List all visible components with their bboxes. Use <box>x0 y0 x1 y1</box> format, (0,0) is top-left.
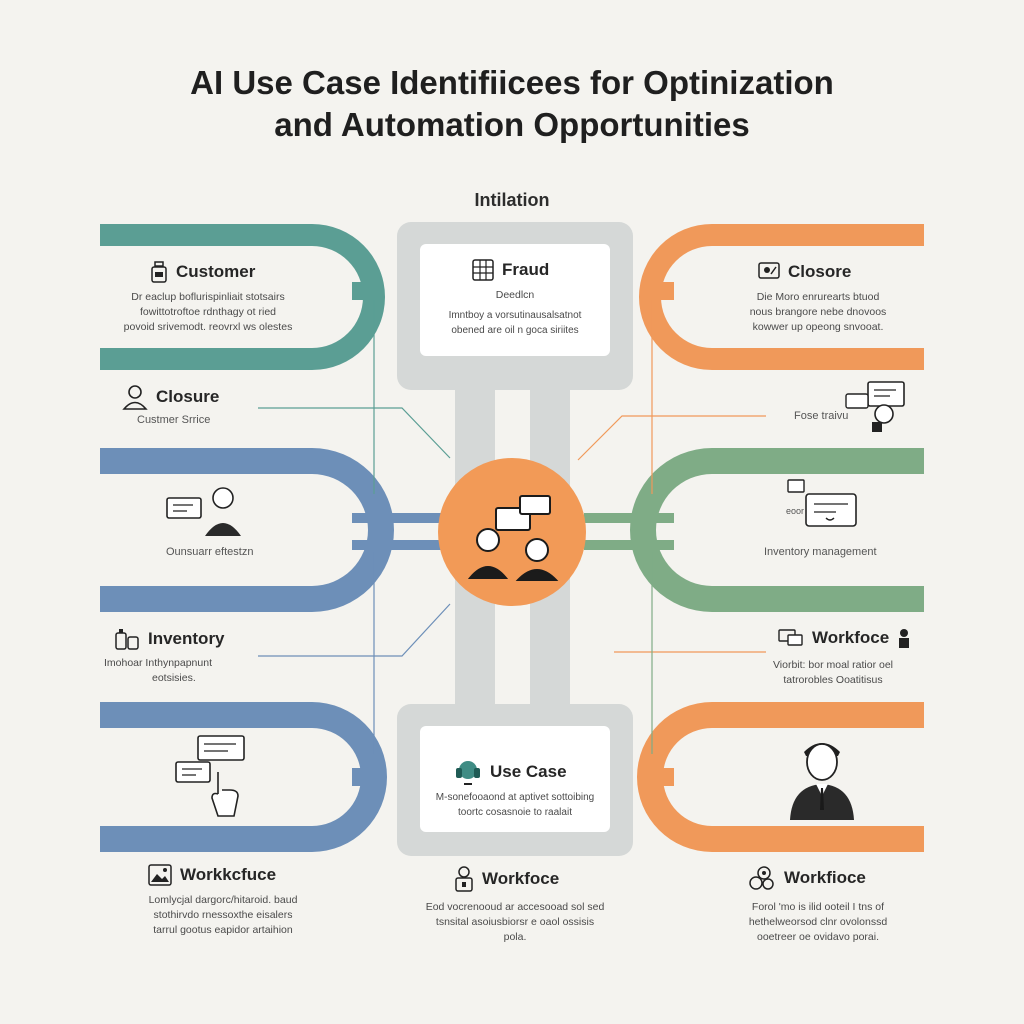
consumer-caption: Ounsuarr eftestzn <box>166 546 254 558</box>
fraud-title-row: Fraud <box>472 259 549 281</box>
inventory-connector-top <box>584 513 674 523</box>
workfioce-item[interactable]: Workfioce <box>748 866 866 890</box>
customer-card[interactable]: Customer <box>150 261 255 283</box>
customer-title: Customer <box>176 262 256 281</box>
inventory-left-text: Imohoar Inthynpapnunt eotsisies. <box>104 657 212 684</box>
inventory-right-badge: eoor <box>786 506 805 516</box>
touch-connector <box>352 768 376 786</box>
title-line-2: and Automation Opportunities <box>274 106 750 143</box>
gears-icon <box>749 866 774 890</box>
closure-top-title: Closore <box>788 262 852 281</box>
workfoce-right-text: Viorbit: bor moal ratior oel tatrorobles… <box>772 659 894 686</box>
bottles-icon <box>115 629 139 650</box>
agent-icon <box>790 743 854 820</box>
chat-icon <box>778 629 803 646</box>
agent-band <box>637 702 924 852</box>
closure-left-item[interactable]: Closure <box>122 384 219 410</box>
person-icon <box>122 385 148 410</box>
use-case-title: Use Case <box>490 762 567 781</box>
workkcfuce-text: Lomlycjal dargorc/hitaroid. baud stothir… <box>148 894 298 936</box>
fraud-title: Fraud <box>502 260 550 279</box>
closure-top-card[interactable]: Closore <box>758 262 851 282</box>
workflow-icon <box>845 381 905 432</box>
closure-top-text: Die Moro enrurearts btuod nous brangore … <box>749 291 887 333</box>
title-line-1: AI Use Case Identifiicees for Optinizati… <box>190 64 834 101</box>
hub-agents-icon <box>467 495 559 581</box>
customer-text: Dr eaclup boflurispinliait stotsairs fow… <box>123 291 293 333</box>
person-badge-icon <box>455 866 473 892</box>
chat-agent-icon <box>166 487 241 536</box>
page-title: AI Use Case Identifiicees for Optinizati… <box>0 62 1024 146</box>
grid-icon <box>472 259 494 281</box>
bottle-icon <box>151 261 167 283</box>
closure-connector <box>650 282 674 300</box>
central-hub[interactable] <box>438 458 586 606</box>
fraud-text: Imntboy a vorsutinausalsatnot obened are… <box>448 310 582 336</box>
fraud-subtitle: Deedlcn <box>495 289 535 301</box>
fraud-card[interactable] <box>420 244 610 356</box>
closure-band <box>639 224 924 370</box>
consumer-connector-bottom <box>352 540 442 550</box>
workfoce-bottom-title: Workfoce <box>482 869 560 888</box>
fee-caption: Fose traivu <box>794 410 849 422</box>
use-case-text: M-sonefooaond at aptivet sottoibing toor… <box>435 792 595 818</box>
inventory-left-title: Inventory <box>148 629 225 648</box>
closure-left-caption: Custmer Srrice <box>137 414 211 426</box>
customer-band <box>100 224 385 370</box>
consumer-connector-top <box>352 513 442 523</box>
use-case-title-row: Use Case <box>454 758 567 786</box>
agent-connector <box>650 768 674 786</box>
chat-icon <box>787 479 857 527</box>
customer-connector <box>352 282 376 300</box>
inventory-right-caption: Inventory management <box>764 546 877 558</box>
inventory-connector-bottom <box>584 540 674 550</box>
inventory-band <box>630 448 924 612</box>
workfioce-title: Workfioce <box>784 868 866 887</box>
workfoce-bottom-item[interactable]: Workfoce <box>454 866 559 892</box>
touch-band <box>100 702 387 852</box>
workfoce-right-title: Workfoce <box>812 628 890 647</box>
closure-left-title: Closure <box>156 387 220 406</box>
person-small-icon <box>899 629 910 648</box>
image-icon <box>148 864 172 886</box>
touch-chat-icon <box>175 735 245 817</box>
workfoce-bottom-text: Eod vocrenooud ar accesooad sol sed tsns… <box>425 901 605 943</box>
workkcfuce-title: Workkcfuce <box>180 865 277 884</box>
consumer-band <box>100 448 394 612</box>
connector-lines <box>258 300 766 754</box>
workfoce-right-item[interactable]: Workfoce <box>778 628 911 648</box>
workkcfuce-item[interactable]: Workkcfuce <box>148 864 276 886</box>
use-case-card[interactable] <box>420 726 610 832</box>
headset-icon <box>456 761 480 785</box>
top-label: Intilation <box>474 190 550 210</box>
workfioce-text: Forol 'mo is ilid ooteil I tns of hethel… <box>748 901 888 943</box>
inventory-left-item[interactable]: Inventory <box>114 627 225 651</box>
screen-icon <box>758 262 780 279</box>
